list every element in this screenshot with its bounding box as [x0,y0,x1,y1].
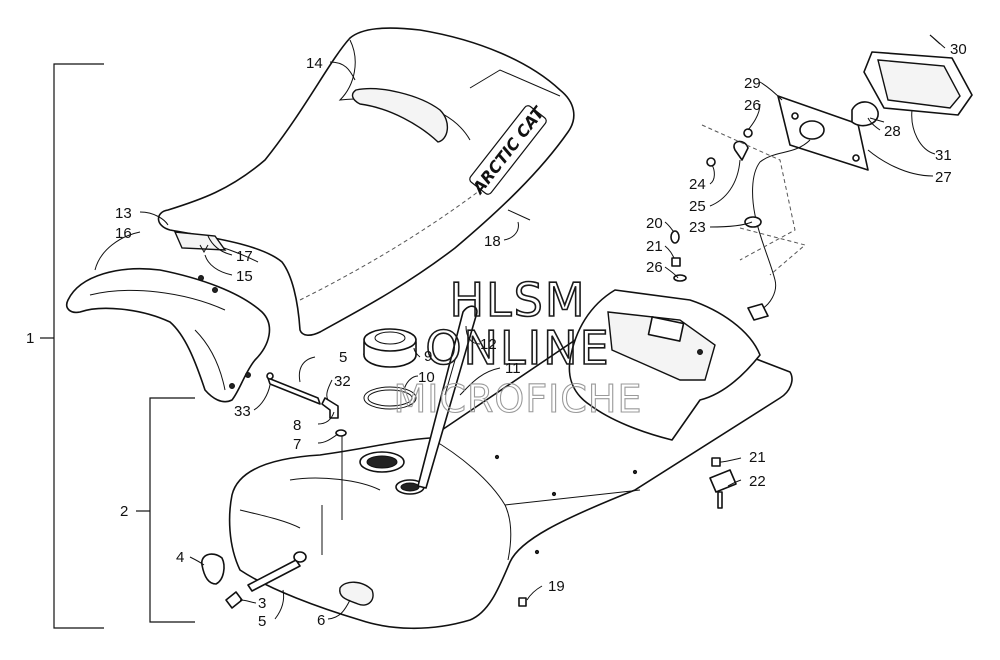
callout-18: 18 [484,233,501,250]
callout-5-lower: 5 [258,613,266,630]
callout-13: 13 [115,205,132,222]
callout-1: 1 [26,330,34,347]
callout-27: 27 [935,169,952,186]
callout-20: 20 [646,215,663,232]
watermark-line-2: ONLINE [425,321,610,375]
callout-14: 14 [306,55,323,72]
callout-22: 22 [749,473,766,490]
callout-3: 3 [258,595,266,612]
callout-25: 25 [689,198,706,215]
fuel-cap-parts [363,305,478,489]
callout-6: 6 [317,612,325,629]
bracket-2 [149,397,195,623]
callout-9: 9 [424,348,432,365]
callout-11: 11 [505,360,521,377]
callout-16: 16 [115,225,132,242]
callout-24: 24 [689,176,706,193]
callout-labels: 1 2 3 4 5 5 6 7 8 9 10 11 12 13 14 15 16… [26,41,967,630]
callout-12: 12 [480,336,497,353]
callout-33: 33 [234,403,251,420]
fuel-tank-assembly [228,289,793,630]
callout-7: 7 [293,436,301,453]
callout-8: 8 [293,417,301,434]
callout-21: 21 [646,238,663,255]
leader-lines [94,34,946,620]
callout-23: 23 [689,219,706,236]
seat-assembly: ARCTIC CAT [157,27,575,336]
callout-30: 30 [950,41,967,58]
taillight-assembly [701,34,973,321]
callout-26-upper: 26 [744,97,761,114]
watermark-line-1: HLSM [449,273,586,327]
callout-31: 31 [935,147,952,164]
callout-32: 32 [334,373,351,390]
callout-15: 15 [236,268,253,285]
rear-cover [65,267,271,403]
callout-29: 29 [744,75,761,92]
bracket-1 [53,63,104,629]
callout-4: 4 [176,549,184,566]
callout-28: 28 [884,123,901,140]
hardware [199,209,737,607]
callout-19: 19 [548,578,565,595]
callout-5: 5 [339,349,347,366]
fuel-line-parts [201,372,347,609]
watermark: HLSM ONLINE MICROFICHE [393,272,642,421]
callout-10: 10 [418,369,435,386]
watermark-line-3: MICROFICHE [393,377,642,421]
callout-2: 2 [120,503,128,520]
callout-17: 17 [236,248,253,265]
callout-26: 26 [646,259,663,276]
callout-21-lower: 21 [749,449,766,466]
